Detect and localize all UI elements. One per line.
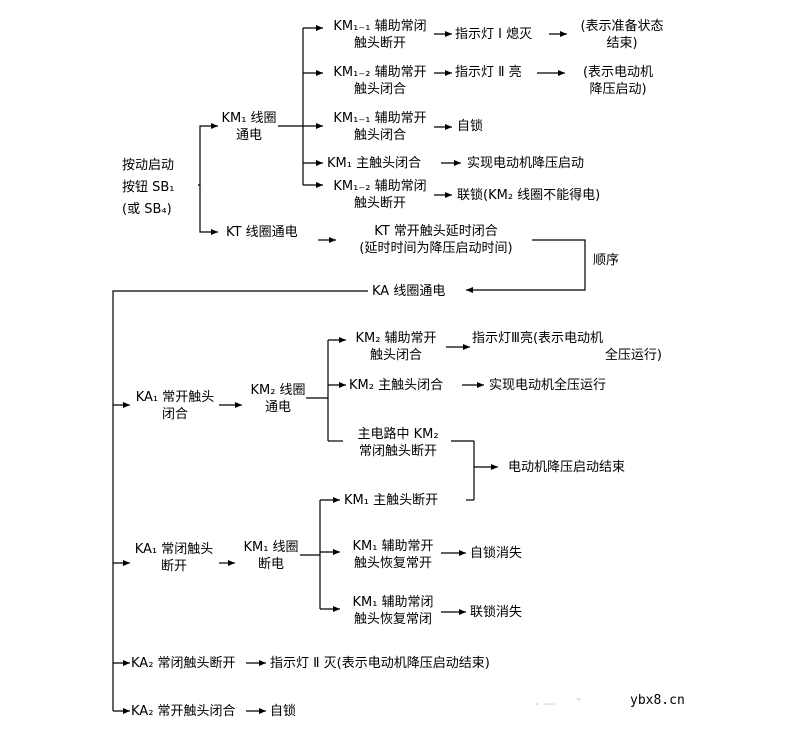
ka1-no-line-1: KA₁ 常开触头	[135, 390, 215, 405]
km2-coil-line-1: KM₂ 线圈	[250, 383, 306, 398]
km1-aux-nc-restore-node: KM₁ 辅助常闭 触头恢复常闭	[341, 594, 445, 628]
lamp-2-on-node: 指示灯 Ⅱ 亮	[455, 65, 522, 80]
km1-1-no-node: KM₁₋₁ 辅助常开 触头闭合	[324, 110, 436, 144]
km1-2-nc-line-2: 触头断开	[353, 196, 406, 211]
km1-aux-no-restore-line-2: 触头恢复常开	[353, 556, 432, 571]
ka2-nc-node: KA₂ 常闭触头断开	[131, 656, 236, 671]
faint-watermark-mark: · ᅳ ᆞ ˇ	[535, 698, 582, 713]
km1-off-node: KM₁ 线圈 断电	[238, 539, 304, 573]
km1-aux-no-restore-line-1: KM₁ 辅助常开	[352, 539, 434, 554]
km1-1-no-line-2: 触头闭合	[353, 128, 406, 143]
site-watermark: ybx8.cn	[630, 693, 685, 708]
km1-main-open-node: KM₁ 主触头断开	[344, 493, 439, 508]
km1-aux-nc-restore-line-2: 触头恢复常闭	[353, 612, 432, 627]
km1-coil-line-2: 通电	[235, 128, 262, 143]
km1-off-line-2: 断电	[257, 557, 284, 572]
km1-1-no-line-1: KM₁₋₁ 辅助常开	[333, 111, 427, 126]
start-line-1: 按动启动	[122, 158, 175, 173]
km1-2-no-line-1: KM₁₋₂ 辅助常开	[333, 65, 427, 80]
lamp-2-note: (表示电动机 降压启动)	[566, 64, 670, 98]
lamp-3-line-2: 全压运行)	[604, 348, 662, 363]
km2-main-nc-line-1: 主电路中 KM₂	[357, 427, 439, 442]
ka2-no-node: KA₂ 常开触头闭合	[131, 704, 236, 719]
lamp-2-note-line-1: (表示电动机	[582, 65, 654, 80]
lamp-3-line-1: 指示灯Ⅲ亮(表示电动机	[472, 331, 604, 346]
km1-aux-nc-restore-line-1: KM₁ 辅助常闭	[352, 595, 434, 610]
km1-2-nc-line-1: KM₁₋₂ 辅助常闭	[333, 179, 427, 194]
ka1-no-line-2: 闭合	[161, 407, 188, 422]
lamp-2-off-node: 指示灯 Ⅱ 灭(表示电动机降压启动结束)	[270, 656, 490, 671]
kt-coil-node: KT 线圈通电	[226, 225, 298, 240]
km2-main-nc-node: 主电路中 KM₂ 常闭触头断开	[346, 426, 450, 460]
ka2-self-lock-node: 自锁	[270, 704, 297, 719]
lamp-1-off-node: 指示灯 Ⅰ 熄灭	[455, 27, 533, 42]
full-voltage-run-node: 实现电动机全压运行	[489, 378, 607, 393]
km1-1-nc-line-2: 触头断开	[353, 36, 406, 51]
ka1-nc-node: KA₁ 常闭触头 断开	[122, 541, 226, 575]
km1-main-contact-node: KM₁ 主触头闭合	[327, 156, 422, 171]
kt-delay-node: KT 常开触头延时闭合 (延时时间为降压启动时间)	[340, 223, 532, 257]
lamp-2-note-line-2: 降压启动)	[589, 82, 647, 97]
interlock-released-node: 联锁消失	[470, 605, 523, 620]
ka1-no-node: KA₁ 常开触头 闭合	[128, 389, 222, 423]
km2-aux-no-line-2: 触头闭合	[369, 348, 422, 363]
reduced-voltage-start-node: 实现电动机降压启动	[467, 156, 585, 171]
km1-2-no-line-2: 触头闭合	[353, 82, 406, 97]
start-end-node: 电动机降压启动结束	[508, 460, 626, 475]
km1-1-nc-node: KM₁₋₁ 辅助常闭 触头断开	[324, 18, 436, 52]
start-line-2: 按钮 SB₁	[122, 180, 175, 195]
km1-2-no-node: KM₁₋₂ 辅助常开 触头闭合	[324, 64, 436, 98]
km2-main-contact-node: KM₂ 主触头闭合	[349, 378, 444, 393]
ka-coil-node: KA 线圈通电	[372, 284, 446, 299]
interlock-node: 联锁(KM₂ 线圈不能得电)	[457, 188, 601, 203]
km2-coil-line-2: 通电	[264, 400, 291, 415]
km2-aux-no-node: KM₂ 辅助常开 触头闭合	[346, 330, 446, 364]
km1-coil-node: KM₁ 线圈 通电	[218, 110, 280, 144]
start-line-3: (或 SB₄)	[122, 202, 172, 217]
km2-main-nc-line-2: 常闭触头断开	[358, 444, 437, 459]
km2-aux-no-line-1: KM₂ 辅助常开	[355, 331, 437, 346]
self-lock-node: 自锁	[457, 119, 484, 134]
lamp-3-on-node: 指示灯Ⅲ亮(表示电动机 全压运行)	[472, 330, 662, 364]
sequence-label: 顺序	[593, 253, 620, 268]
ka1-nc-line-2: 断开	[160, 559, 187, 574]
self-lock-released-node: 自锁消失	[470, 546, 523, 561]
start-button-node: 按动启动 按钮 SB₁ (或 SB₄)	[122, 155, 175, 221]
lamp-1-note-line-2: 结束)	[606, 36, 638, 51]
km1-1-nc-line-1: KM₁₋₁ 辅助常闭	[333, 19, 427, 34]
kt-delay-line-2: (延时时间为降压启动时间)	[359, 241, 513, 256]
km1-coil-line-1: KM₁ 线圈	[221, 111, 277, 126]
ka1-nc-line-1: KA₁ 常闭触头	[134, 542, 214, 557]
kt-delay-line-1: KT 常开触头延时闭合	[374, 224, 498, 239]
km1-off-line-1: KM₁ 线圈	[243, 540, 299, 555]
lamp-1-note: (表示准备状态 结束)	[567, 18, 677, 52]
km1-aux-no-restore-node: KM₁ 辅助常开 触头恢复常开	[341, 538, 445, 572]
km2-coil-node: KM₂ 线圈 通电	[246, 382, 310, 416]
lamp-1-note-line-1: (表示准备状态	[580, 19, 664, 34]
km1-2-nc-node: KM₁₋₂ 辅助常闭 触头断开	[324, 178, 436, 212]
